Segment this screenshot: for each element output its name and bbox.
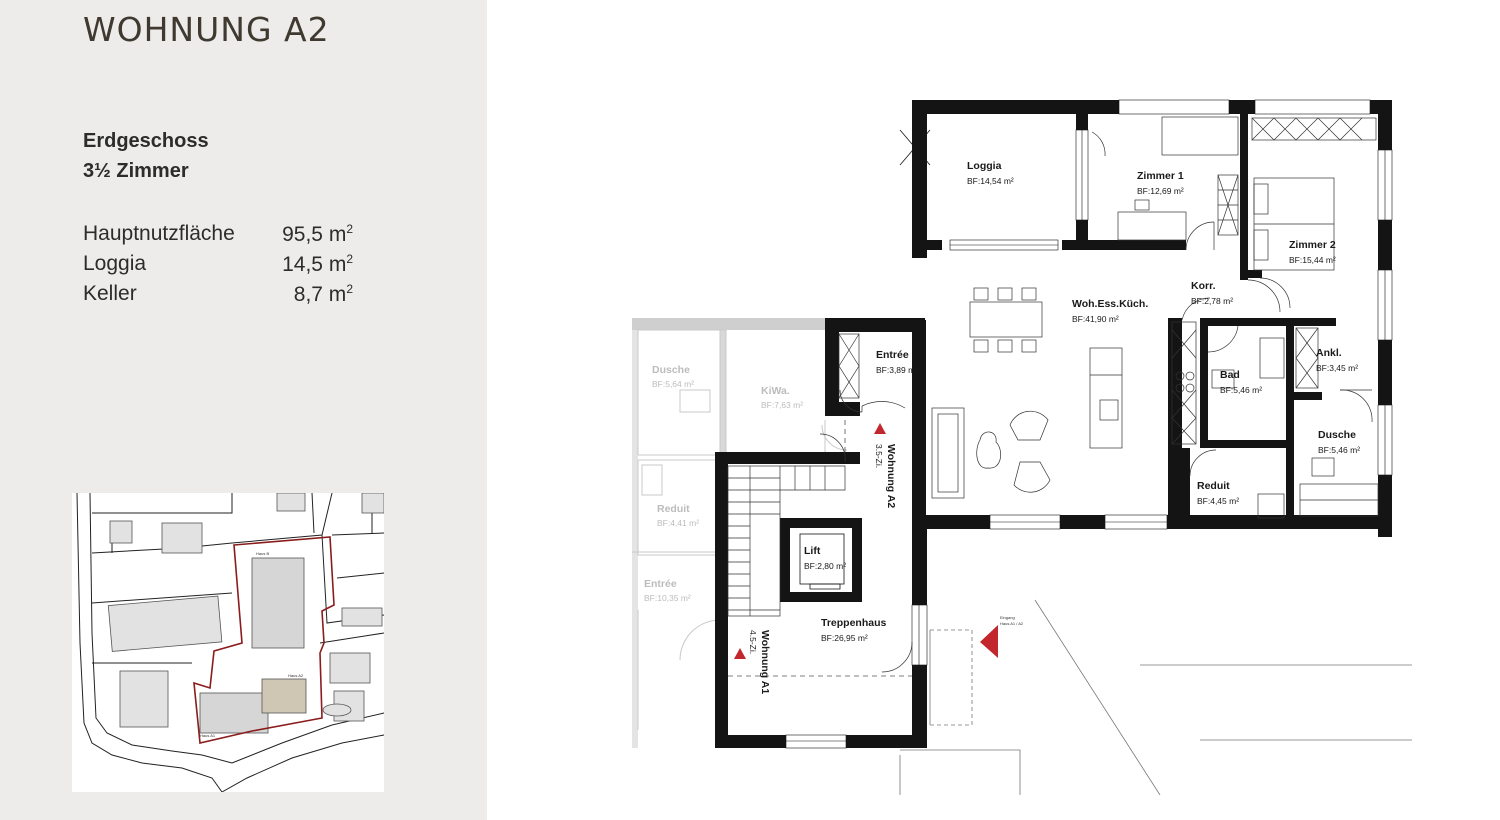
room-name-lift: Lift: [804, 545, 821, 557]
room-area-korr: BF:2,78 m²: [1191, 296, 1233, 306]
neighbor-room-area: BF:10,35 m²: [644, 593, 691, 603]
neighbor-unit: Dusche BF:5,64 m² KiWa. BF:7,63 m² Redui…: [632, 318, 848, 748]
room-name-treppenhaus: Treppenhaus: [821, 617, 887, 629]
room-name-zimmer1: Zimmer 1: [1137, 170, 1184, 182]
entrance-markers: [734, 423, 998, 659]
entrance-sublabel: Haus A1 / A2: [1000, 621, 1024, 626]
area-value: 95,5 m2: [282, 222, 353, 246]
page-title: WOHNUNG A2: [83, 10, 330, 49]
room-name-zimmer2: Zimmer 2: [1289, 239, 1336, 251]
area-value: 8,7 m2: [293, 282, 353, 306]
neighbor-room-name: Entrée: [644, 578, 677, 590]
room-area-loggia: BF:14,54 m²: [967, 176, 1014, 186]
room-area-bad: BF:5,46 m²: [1220, 385, 1262, 395]
area-label: Hauptnutzfläche: [83, 222, 235, 245]
site-label-haus-a1: Haus A1: [200, 733, 216, 738]
area-value: 14,5 m2: [282, 252, 353, 276]
neighbor-room-name: KiWa.: [761, 385, 790, 397]
neighbor-room-name: Reduit: [657, 503, 690, 515]
room-name-reduit: Reduit: [1197, 480, 1230, 492]
room-name-ankl: Ankl.: [1316, 347, 1342, 359]
neighbor-room-area: BF:4,41 m²: [657, 518, 699, 528]
room-name-wohen: Woh.Ess.Küch.: [1072, 298, 1148, 310]
floor-label: Erdgeschoss: [83, 130, 209, 152]
room-area-entree: BF:3,89 m²: [876, 365, 918, 375]
room-name-loggia: Loggia: [967, 160, 1002, 172]
entrance-label: Eingang: [1000, 615, 1015, 620]
site-plan: Haus B Haus A2 Haus A1: [72, 493, 384, 792]
room-name-korr: Korr.: [1191, 280, 1216, 292]
unit-name-a1: Wohnung A1: [759, 630, 771, 694]
unit-rooms-a1: 4.5-Zi.: [748, 630, 758, 654]
site-label-haus-a2: Haus A2: [288, 673, 304, 678]
unit-label-a1: Wohnung A1 4.5-Zi.: [748, 630, 771, 694]
unit-name-a2: Wohnung A2: [885, 444, 897, 508]
furniture: [727, 116, 1379, 673]
floor-plan: Dusche BF:5,64 m² KiWa. BF:7,63 m² Redui…: [632, 99, 1412, 795]
room-name-dusche: Dusche: [1318, 429, 1356, 441]
rooms-count-label: 3½ Zimmer: [83, 160, 189, 182]
site-lines: [899, 599, 1412, 795]
neighbor-room-area: BF:7,63 m²: [761, 400, 803, 410]
room-area-zimmer1: BF:12,69 m²: [1137, 186, 1184, 196]
room-name-bad: Bad: [1220, 369, 1240, 381]
area-label: Keller: [83, 282, 137, 305]
walls: [715, 100, 1392, 748]
room-area-ankl: BF:3,45 m²: [1316, 363, 1358, 373]
room-area-reduit: BF:4,45 m²: [1197, 496, 1239, 506]
room-area-wohen: BF:41,90 m²: [1072, 314, 1119, 324]
site-label-haus-b: Haus B: [256, 551, 269, 556]
lift-detail: [799, 533, 845, 590]
area-label: Loggia: [83, 252, 147, 275]
room-area-dusche: BF:5,46 m²: [1318, 445, 1360, 455]
room-name-entree: Entrée: [876, 349, 909, 361]
neighbor-room-area: BF:5,64 m²: [652, 379, 694, 389]
room-area-lift: BF:2,80 m²: [804, 561, 846, 571]
unit-label-a2: Wohnung A2 3.5-Zi.: [874, 444, 897, 508]
neighbor-room-name: Dusche: [652, 364, 690, 376]
room-area-treppenhaus: BF:26,95 m²: [821, 633, 868, 643]
window-lines: [786, 130, 1386, 742]
unit-rooms-a2: 3.5-Zi.: [874, 444, 884, 468]
room-area-zimmer2: BF:15,44 m²: [1289, 255, 1336, 265]
windows: [785, 99, 1393, 749]
loggia-glazing: [899, 114, 931, 240]
